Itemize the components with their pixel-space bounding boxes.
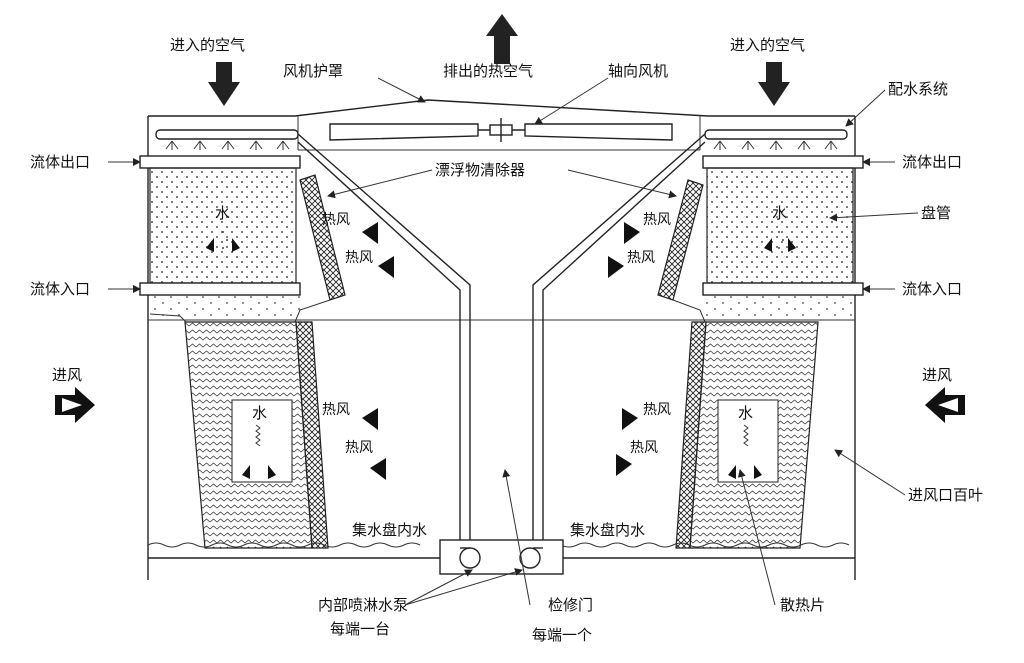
hot-air-label: 热风 bbox=[643, 402, 671, 418]
hot-air-arrow-icon bbox=[362, 222, 378, 244]
water-label: 水 bbox=[215, 204, 230, 222]
fill-left bbox=[184, 321, 329, 549]
hot-air-label: 热风 bbox=[627, 250, 655, 266]
spray-pumps bbox=[439, 539, 564, 575]
water-drop-icon bbox=[206, 238, 214, 252]
exhaust-air-label: 排出的热空气 bbox=[443, 62, 533, 80]
hot-air-arrow-icon bbox=[378, 256, 394, 278]
basin-water-left-label: 集水盘内水 bbox=[352, 521, 427, 539]
access-door-sublabel: 每端一个 bbox=[532, 626, 592, 644]
water-label: 水 bbox=[772, 204, 787, 222]
hot-air-label: 热风 bbox=[345, 440, 373, 456]
cold-water-basin bbox=[147, 542, 855, 559]
air-inlet-right-arrow-icon-2 bbox=[938, 398, 958, 412]
inlet-air-right-arrow-icon bbox=[758, 62, 790, 106]
coil-label: 盘管 bbox=[921, 204, 951, 222]
water-drop-icon bbox=[788, 238, 796, 252]
inlet-air-right-label: 进入的空气 bbox=[730, 36, 805, 54]
air-inlet-left-arrow-icon-2 bbox=[62, 398, 82, 412]
air-in-left-label: 进风 bbox=[52, 366, 82, 384]
water-label: 水 bbox=[738, 404, 753, 422]
casing bbox=[147, 99, 856, 580]
basin-water-right-label: 集水盘内水 bbox=[570, 521, 645, 539]
hot-air-arrow-icon bbox=[624, 222, 640, 244]
hot-air-label: 热风 bbox=[322, 402, 350, 418]
drift-eliminator-right bbox=[657, 179, 704, 301]
spray-header-left bbox=[155, 129, 299, 150]
fill-label: 散热片 bbox=[780, 596, 825, 614]
water-drop-icon bbox=[754, 465, 762, 479]
hot-air-label: 热风 bbox=[322, 212, 350, 228]
inlet-air-left-arrow-icon bbox=[208, 62, 240, 106]
water-drop-icon bbox=[232, 238, 240, 252]
coil-right bbox=[702, 155, 864, 317]
axial-fan bbox=[329, 118, 673, 142]
water-drop-icon bbox=[268, 465, 276, 479]
drift-eliminator-left bbox=[299, 174, 346, 301]
air-in-right-label: 进风 bbox=[922, 366, 952, 384]
inlet-louver-label: 进风口百叶 bbox=[908, 486, 983, 504]
spray-pump-sublabel: 每端一台 bbox=[330, 620, 390, 638]
access-door-label: 检修门 bbox=[548, 596, 593, 614]
hot-air-label: 热风 bbox=[643, 212, 671, 228]
fluid-outlet-right-label: 流体出口 bbox=[902, 153, 962, 171]
inlet-air-left-label: 进入的空气 bbox=[170, 36, 245, 54]
hot-air-arrow-icon bbox=[622, 408, 638, 430]
hot-air-arrow-icon bbox=[362, 408, 378, 430]
fluid-inlet-left-label: 流体入口 bbox=[30, 280, 90, 298]
water-label: 水 bbox=[252, 404, 267, 422]
hot-air-label: 热风 bbox=[630, 440, 658, 456]
fluid-inlet-right-label: 流体入口 bbox=[902, 280, 962, 298]
water-drop-icon bbox=[728, 465, 736, 479]
drift-eliminator-label: 漂浮物清除器 bbox=[435, 161, 525, 179]
axial-fan-label: 轴向风机 bbox=[608, 62, 668, 80]
coil-left bbox=[139, 155, 301, 317]
fluid-outlet-left-label: 流体出口 bbox=[30, 153, 90, 171]
hot-air-arrow-icon bbox=[608, 256, 624, 278]
water-distribution-label: 配水系统 bbox=[888, 80, 948, 98]
water-drop-icon bbox=[764, 238, 772, 252]
riser-pipes bbox=[297, 133, 706, 555]
fan-guard-label: 风机护罩 bbox=[283, 62, 343, 80]
hot-air-arrow-icon bbox=[370, 458, 386, 480]
hot-air-arrow-icon bbox=[616, 454, 632, 476]
water-drop-icon bbox=[242, 465, 250, 479]
spray-pump-label: 内部喷淋水泵 bbox=[318, 596, 408, 614]
hot-air-label: 热风 bbox=[345, 250, 373, 266]
exhaust-arrow-icon bbox=[486, 14, 518, 64]
fill-right bbox=[675, 321, 819, 549]
spray-header-right bbox=[704, 129, 848, 150]
